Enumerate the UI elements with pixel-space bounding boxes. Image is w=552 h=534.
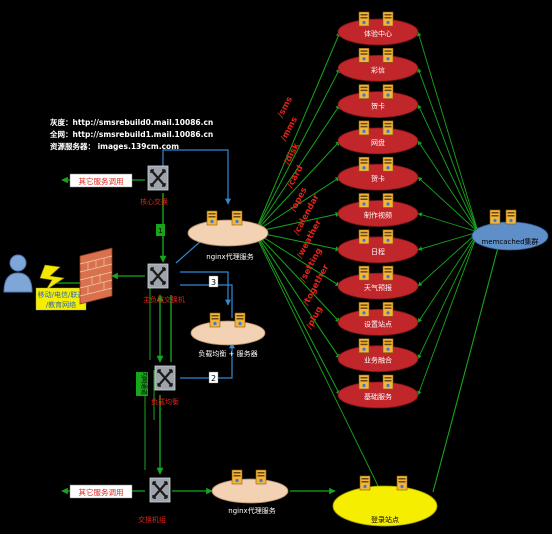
port-box-3: 3 — [208, 275, 219, 288]
info-line-resource: 资源服务器： images.139cm.com — [50, 141, 179, 151]
switch-middle: 主负载交换机 — [143, 262, 185, 304]
switch-lower-label: 负载均衡 — [151, 397, 179, 406]
service-label: 制作视频 — [364, 211, 392, 220]
service-label: 体验中心 — [364, 29, 392, 38]
user-network-label: 移动/电信/联通 /教育网络 — [35, 287, 87, 311]
info-line-gray: 灰度：http://smsrebuild0.mail.10086.cn — [50, 117, 213, 127]
other-service-top: 其它服务调用 — [69, 173, 133, 188]
connection-lines — [52, 31, 502, 495]
service-node: 设置站点 — [337, 301, 419, 336]
service-label: 网盘 — [371, 138, 385, 147]
switch-top-label: 核心交换 — [140, 197, 168, 206]
switch-bottom-label: 交换机组 — [138, 515, 166, 524]
proxy-top-label: nginx代理服务 — [206, 252, 253, 261]
login-label: 登录站点 — [371, 515, 399, 524]
service-node: 贺卡 — [337, 156, 419, 191]
switch-lower: 负载均衡 — [151, 364, 179, 406]
service-node: 业务融合 — [337, 338, 419, 373]
switch-top: 核心交换 — [140, 164, 170, 206]
lightning-icon — [39, 264, 65, 291]
other-service-top-label: 其它服务调用 — [79, 176, 124, 186]
port-box-2: 2 — [208, 371, 219, 384]
route-label: /plug — [305, 305, 325, 331]
route-label: /mms — [279, 115, 300, 143]
proxy-top-node: nginx代理服务 — [187, 210, 269, 261]
service-label: 贺卡 — [371, 102, 385, 111]
info-line-full: 全网：http://smsrebuild1.mail.10086.cn — [49, 129, 213, 139]
service-label: 彩信 — [371, 65, 385, 74]
firewall-icon — [79, 247, 113, 305]
service-label: 贺卡 — [371, 174, 385, 183]
proxy-to-service-links — [254, 31, 341, 396]
service-node: 制作视频 — [337, 193, 419, 227]
port-label-3: 3 — [211, 278, 216, 287]
switch-middle-label: 主负载交换机 — [143, 295, 185, 304]
service-node: 天气预报 — [337, 265, 419, 300]
user-label-line1: 移动/电信/联通 — [38, 290, 85, 299]
user-icon — [3, 254, 33, 293]
proxy-mid-label: 负载均衡 + 服务器 — [198, 349, 257, 358]
info-block: 灰度：http://smsrebuild0.mail.10086.cn 全网：h… — [49, 117, 213, 151]
proxy-bottom-node: nginx代理服务 — [211, 469, 289, 515]
service-node: 体验中心 — [337, 11, 419, 46]
other-service-bottom: 其它服务调用 — [69, 484, 133, 499]
service-node: 网盘 — [337, 120, 419, 155]
port-label-2: 2 — [211, 374, 216, 383]
memcached-label: memcached集群 — [481, 237, 538, 246]
proxy-bottom-label: nginx代理服务 — [228, 506, 275, 515]
trunk-label-vertical: 内网通道 — [136, 371, 148, 396]
vertical-label: 内网通道 — [140, 371, 148, 395]
service-label: 业务融合 — [364, 356, 392, 365]
user-label-line2: /教育网络 — [46, 300, 76, 309]
service-label: 基础服务 — [364, 392, 392, 401]
port-label-1: 1 — [158, 227, 162, 235]
service-node: 彩信 — [337, 47, 419, 82]
service-node: 日程 — [337, 229, 419, 264]
switch-bottom: 交换机组 — [138, 476, 172, 524]
service-label: 天气预报 — [364, 283, 392, 292]
service-node: 基础服务 — [337, 374, 419, 409]
proxy-mid-node: 负载均衡 + 服务器 — [190, 312, 266, 358]
trunk-label-top: 1 — [156, 224, 165, 236]
route-label: /disk — [282, 141, 302, 166]
route-label: /sms — [276, 95, 295, 119]
login-node: 登录站点 — [332, 475, 438, 527]
other-service-bottom-label: 其它服务调用 — [79, 487, 124, 497]
service-label: 设置站点 — [364, 319, 392, 328]
service-to-memcached-links — [417, 31, 479, 396]
service-label: 日程 — [371, 247, 385, 256]
memcached-node: memcached集群 — [471, 209, 549, 251]
service-node: 贺卡 — [337, 84, 419, 118]
